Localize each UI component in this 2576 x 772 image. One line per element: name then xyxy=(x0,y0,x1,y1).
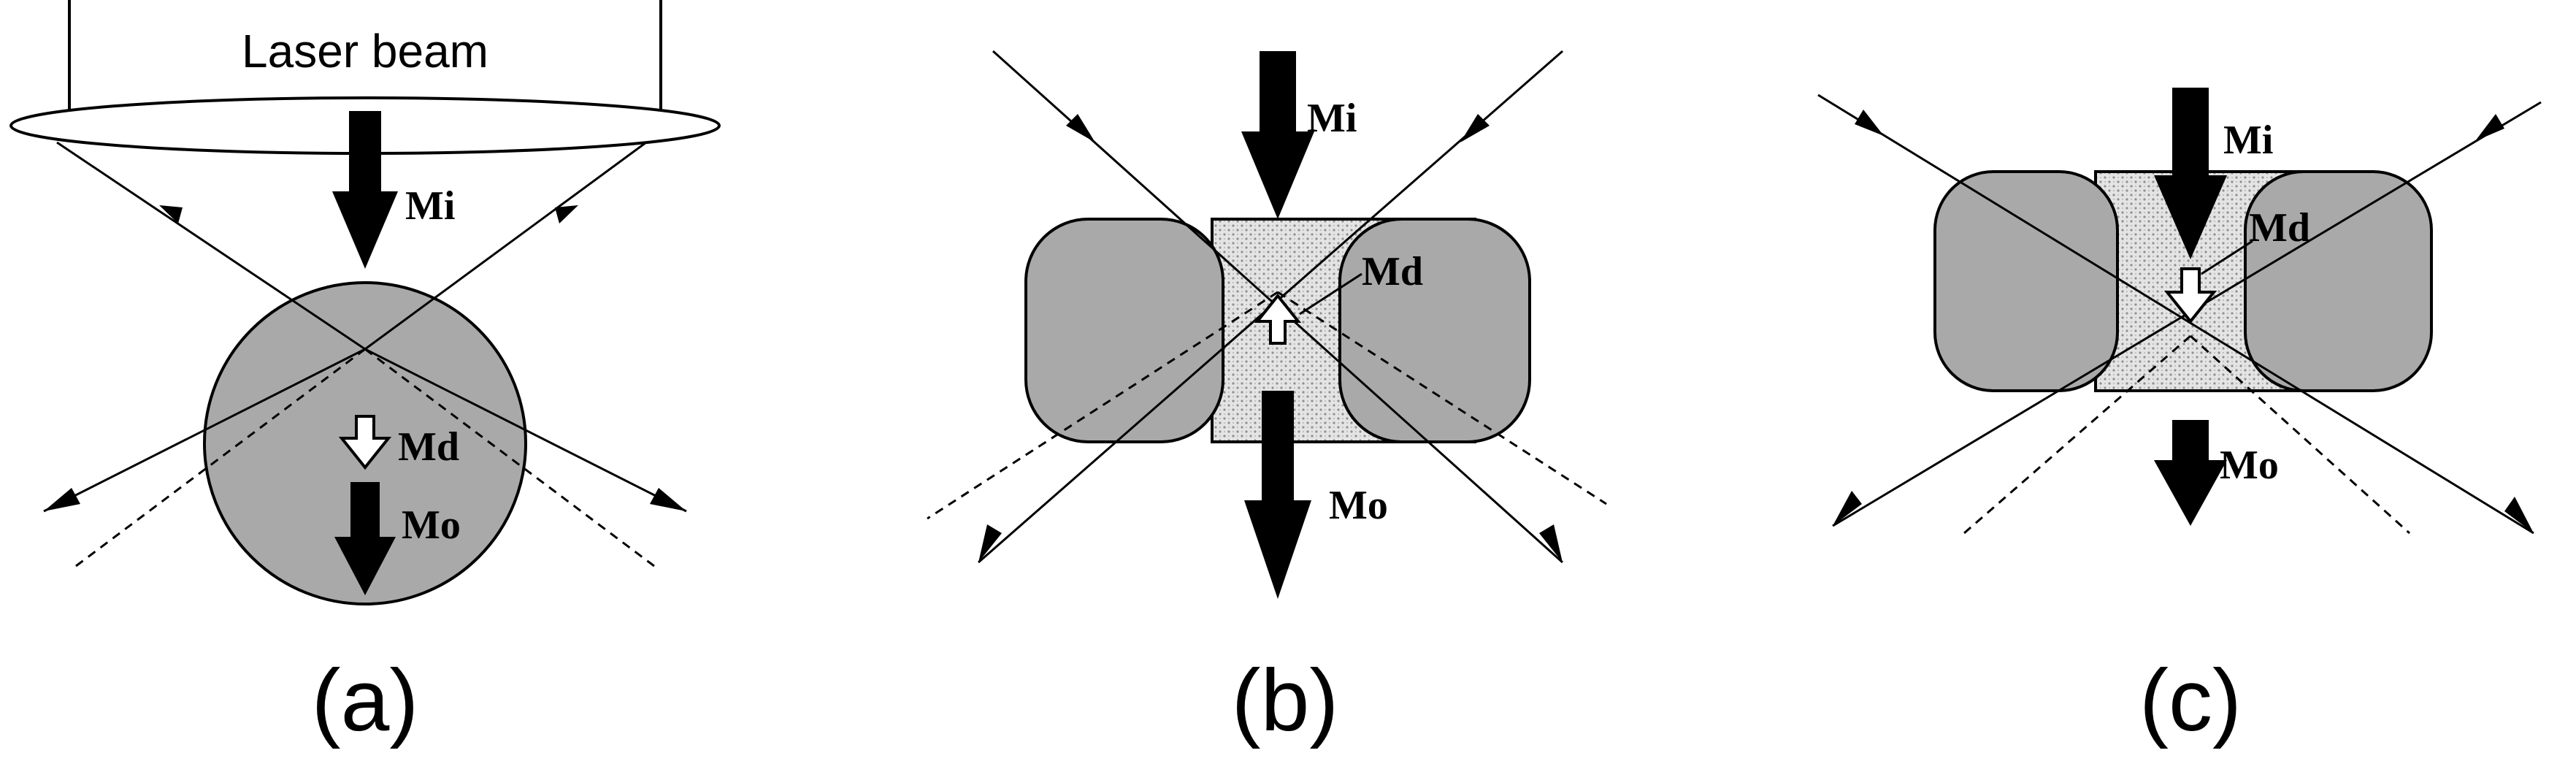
panel-a: Laser beam Mi Md Mo (a) xyxy=(9,0,721,749)
lobe-right xyxy=(2244,170,2433,392)
ray-left-out-arrowhead xyxy=(44,488,80,511)
panel-c: Mi Md Mo (c) xyxy=(1817,88,2542,749)
mo-arrow xyxy=(334,482,396,595)
ray-b-2-out-arrowhead xyxy=(978,524,1002,562)
mi-arrow xyxy=(332,111,398,269)
md-label: Md xyxy=(1362,249,1423,294)
mi-arrow xyxy=(2154,88,2227,259)
md-leader xyxy=(1299,272,1362,316)
ray-right-arrowhead xyxy=(555,205,578,223)
md-arrow xyxy=(1254,293,1302,345)
caption-b: (b) xyxy=(1232,651,1339,749)
ray-b-1-out-arrowhead xyxy=(1539,524,1563,562)
md-label: Md xyxy=(398,424,459,470)
panel-b: Mi Md Mo (b) xyxy=(927,50,1607,749)
ray-c-1-arrowhead xyxy=(1855,110,1884,136)
md-arrow xyxy=(2163,267,2217,324)
caption-c: (c) xyxy=(2139,651,2242,749)
mo-label: Mo xyxy=(2220,443,2279,488)
ray-c-2-arrowhead xyxy=(2475,114,2504,141)
md-label: Md xyxy=(2249,205,2310,251)
ray-b-1-arrowhead xyxy=(1066,114,1095,142)
caption-a: (a) xyxy=(312,651,419,749)
md-leader xyxy=(2201,240,2253,275)
mo-arrow xyxy=(1244,391,1311,599)
mo-label: Mo xyxy=(1329,483,1388,528)
ray-right-refracted xyxy=(364,348,687,513)
ray-b-2-arrowhead xyxy=(1460,114,1490,142)
lobe-right xyxy=(1338,218,1531,443)
mo-label: Mo xyxy=(402,502,461,548)
ray-left-arrowhead xyxy=(159,205,183,223)
mo-arrow xyxy=(2154,420,2227,526)
lobe-left xyxy=(1024,218,1224,443)
ray-left-incident xyxy=(56,141,366,351)
ray-b-dashed-right xyxy=(1277,291,1607,505)
lobe-left xyxy=(1933,170,2119,392)
mi-arrow xyxy=(1241,51,1314,219)
laser-beam-label: Laser beam xyxy=(242,25,488,77)
mi-label: Mi xyxy=(405,183,455,229)
mi-label: Mi xyxy=(1307,96,1357,141)
ray-c-2-out-arrowhead xyxy=(1833,491,1862,526)
ray-c-1-out-arrowhead xyxy=(2504,497,2534,533)
ray-right-incident xyxy=(364,141,647,351)
ray-c-dashed-left xyxy=(1963,335,2191,535)
ray-c-dashed-right xyxy=(2189,335,2411,535)
ray-c-1 xyxy=(1817,93,2534,535)
ray-left-refracted xyxy=(43,348,366,513)
ray-b-dashed-left xyxy=(927,291,1279,520)
md-arrow xyxy=(338,415,392,470)
mi-label: Mi xyxy=(2223,118,2273,163)
ray-right-out-arrowhead xyxy=(650,488,686,511)
